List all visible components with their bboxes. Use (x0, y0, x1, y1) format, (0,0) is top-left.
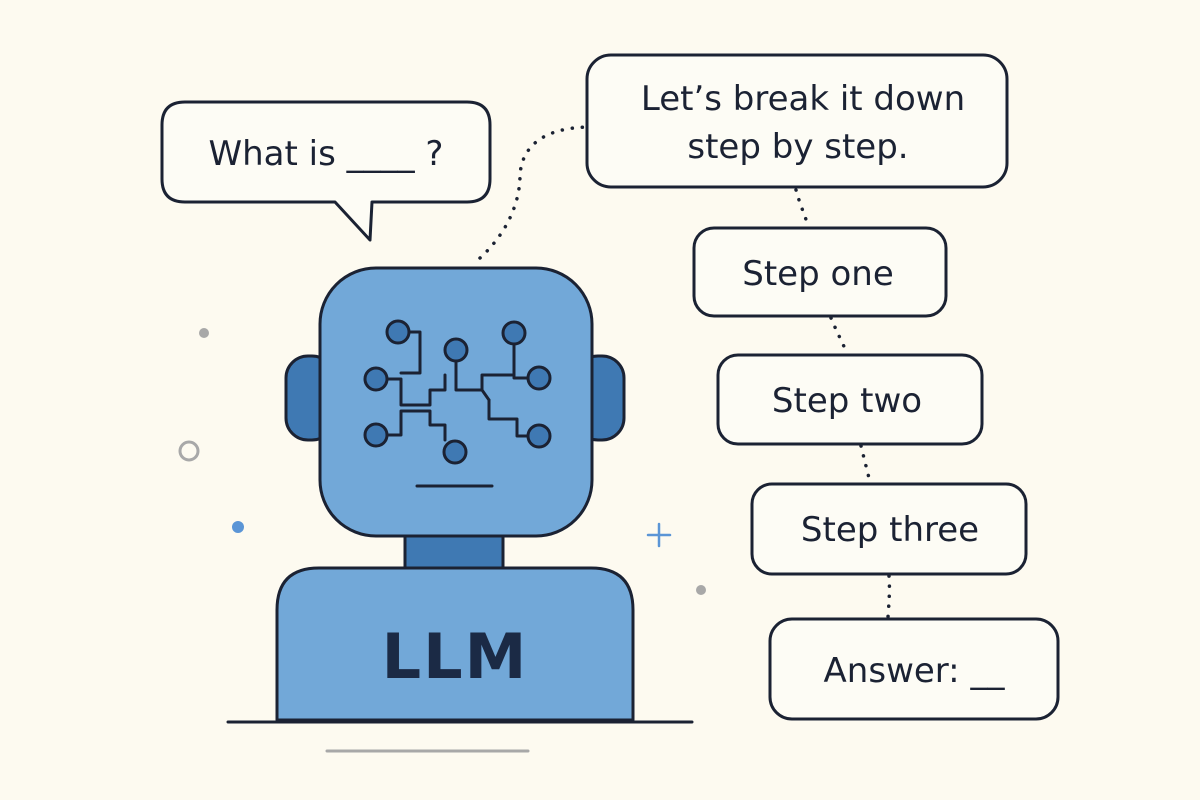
decor-dot-gray-small (696, 585, 706, 595)
step-one-text: Step one (742, 254, 894, 294)
step-three-text: Step three (801, 510, 979, 550)
connector-step-three-to-answer (886, 574, 892, 619)
step-two-text: Step two (772, 381, 922, 421)
circuit-brain-icon (363, 319, 552, 465)
decor-dot-blue (232, 521, 244, 533)
question-bubble-shape (160, 100, 492, 242)
question-text: What is ____ ? (209, 134, 444, 174)
step-bubble-three: Step three (750, 482, 1028, 576)
decor-ring (178, 440, 200, 462)
intro-text-line-1: Let’s break it down (641, 79, 965, 119)
intro-text-line-2: step by step. (687, 127, 908, 167)
answer-bubble: Answer: __ (768, 617, 1060, 721)
connector-intro-to-step-one (794, 188, 810, 228)
decor-plus-icon (646, 522, 672, 548)
step-bubble-one: Step one (692, 226, 948, 318)
answer-text: Answer: __ (824, 651, 1006, 691)
robot-label: LLM (382, 620, 529, 693)
decor-dot-gray (199, 328, 209, 338)
dotted-connectors (478, 125, 892, 619)
robot-head (318, 266, 594, 538)
connector-step-one-to-step-two (829, 316, 849, 355)
robot-body (275, 566, 635, 722)
step-bubble-two: Step two (716, 353, 984, 446)
intro-bubble: Let’s break it down step by step. (585, 53, 1009, 189)
connector-head-to-intro (478, 125, 590, 260)
question-bubble: What is ____ ? (160, 100, 492, 242)
connector-step-two-to-step-three (859, 444, 872, 484)
